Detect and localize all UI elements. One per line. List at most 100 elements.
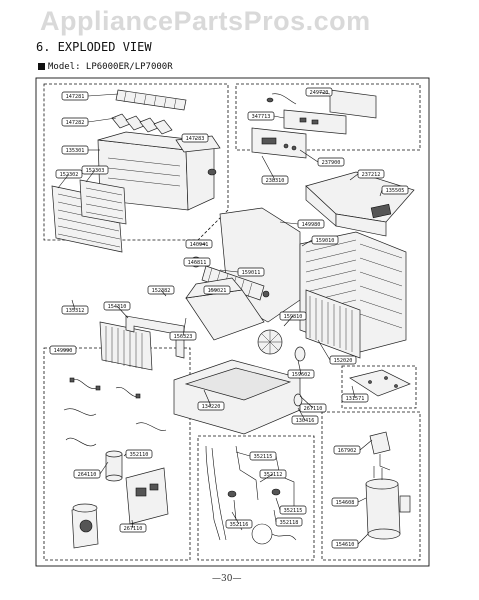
part-label: 159011 (237, 267, 265, 277)
leader-line (85, 169, 96, 183)
part-label: 347713 (247, 111, 275, 121)
part-label: 352110 (125, 449, 153, 459)
part-number-text: 152382 (152, 288, 171, 294)
part-number-text: 159011 (242, 270, 261, 276)
part-number-text: 347713 (252, 114, 271, 120)
leader-line (219, 269, 239, 273)
motor-part (71, 503, 99, 549)
leader-line (131, 519, 134, 529)
leader-line (299, 395, 314, 409)
part-number-text: 237900 (322, 160, 341, 166)
part-number-text: 135301 (66, 148, 85, 154)
part-number-text: 156323 (174, 334, 193, 340)
section-title: 6. EXPLODED VIEW (36, 40, 152, 54)
leader-line (279, 221, 299, 225)
part-label: 264110 (73, 469, 101, 479)
base-pan-part (173, 359, 301, 435)
part-label: 237212 (357, 169, 385, 179)
vane-set-part (111, 113, 173, 135)
compressor-part (365, 466, 411, 540)
leader-line (359, 439, 373, 451)
leader-line (283, 315, 294, 327)
leader-line (275, 497, 281, 511)
part-number-text: 267110 (124, 526, 143, 532)
part-number-text: 352112 (264, 472, 283, 478)
fan-motor-part (257, 329, 306, 362)
evaporator-part (99, 321, 153, 371)
leader-line (99, 461, 109, 475)
part-number-text: 152020 (334, 358, 353, 364)
leader-line (318, 91, 331, 95)
leader-line (317, 339, 331, 361)
part-number-text: 134220 (202, 404, 221, 410)
part-number-text: 238310 (266, 178, 285, 184)
condenser-coil-part (305, 289, 361, 359)
diagram-frame (35, 77, 430, 567)
part-label: 135301 (61, 145, 89, 155)
refrigerant-tubing-part (205, 445, 297, 545)
louver-part (115, 89, 187, 111)
control-box-electrical-part (125, 467, 169, 525)
leader-line (160, 289, 167, 297)
part-number-text: 159810 (284, 314, 303, 320)
part-number-text: 149980 (302, 222, 321, 228)
leader-line (299, 149, 319, 163)
leader-line (351, 385, 356, 399)
part-label: 237900 (317, 157, 345, 167)
control-box-part (266, 89, 377, 135)
terminal-cover-part (369, 431, 391, 471)
capacitor-part (105, 450, 123, 482)
part-number-text: 152303 (86, 168, 105, 174)
control-panel-part (251, 127, 307, 159)
leader-line (357, 497, 367, 503)
leader-line (297, 407, 306, 421)
leader-line (379, 189, 383, 197)
part-label: 154608 (331, 497, 359, 507)
part-number-text: 352110 (130, 452, 149, 458)
model-text: Model: LP6000ER/LP7000R (48, 62, 173, 72)
page-number: —30— (212, 574, 242, 584)
part-number-text: 264110 (78, 472, 97, 478)
part-label: 149980 (297, 219, 325, 229)
leader-line (357, 533, 369, 545)
leader-line (235, 451, 251, 457)
leader-line (194, 137, 197, 141)
part-number-text: 352115 (254, 454, 273, 460)
part-label: 154610 (331, 539, 359, 549)
part-label: 352118 (275, 517, 303, 527)
leader-line (273, 509, 277, 523)
part-label: 135505 (381, 185, 409, 195)
base-bracket-part (349, 369, 411, 397)
leader-line (259, 473, 274, 483)
part-number-text: 352116 (230, 522, 249, 528)
leader-line (349, 173, 359, 181)
part-number-text: 167902 (338, 448, 357, 454)
part-number-text: 147283 (186, 136, 205, 142)
part-number-text: 267110 (304, 406, 323, 412)
part-number-text: 135312 (66, 308, 85, 314)
part-number-text: 159010 (316, 238, 335, 244)
part-number-text: 249720 (310, 90, 329, 96)
part-label: 167902 (333, 445, 361, 455)
leader-line (87, 93, 119, 97)
part-number-text: 352115 (284, 508, 303, 514)
part-number-text: 154310 (108, 304, 127, 310)
part-number-text: 159602 (292, 372, 311, 378)
part-label: 352115 (279, 505, 307, 515)
part-number-text: 154608 (336, 500, 355, 506)
wiring-harness-part (63, 377, 167, 447)
part-label: 147281 (61, 91, 89, 101)
part-number-text: 154610 (336, 542, 355, 548)
part-label: 352115 (249, 451, 277, 461)
part-number-text: 146811 (188, 260, 207, 266)
part-number-text: 147282 (66, 120, 85, 126)
leader-line (203, 389, 212, 407)
air-filter-part (79, 179, 127, 225)
part-label: 152020 (329, 355, 357, 365)
cabinet-top-part (305, 171, 415, 237)
leader-line (273, 115, 285, 119)
leader-line (182, 317, 187, 337)
leader-line (301, 239, 313, 247)
